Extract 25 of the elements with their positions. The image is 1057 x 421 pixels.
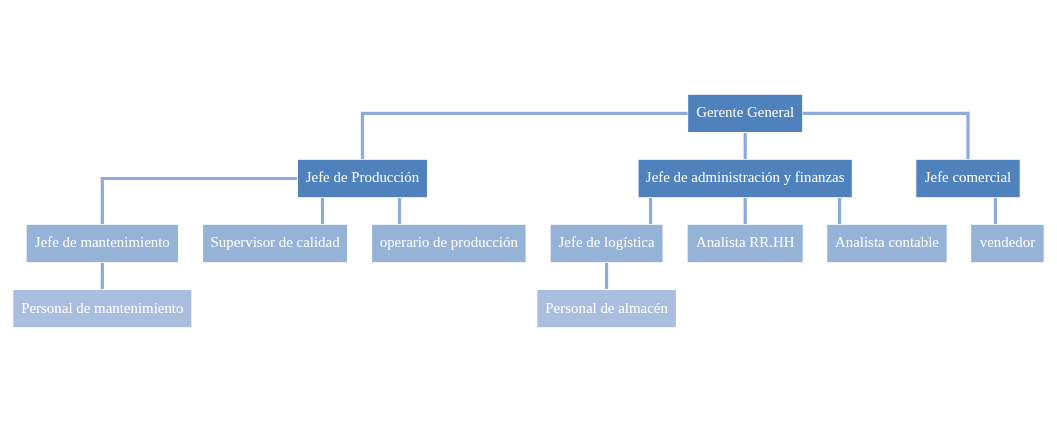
node-box: vendedor [970,223,1045,263]
node-box: Analista contable [826,223,948,263]
node-box: Jefe de logística [549,223,664,263]
node-box: Jefe de Producción [296,158,429,198]
node-box: Personal de almacén [536,288,677,328]
connector [360,111,688,159]
connector [743,132,747,159]
node-box: operario de producción [371,223,527,263]
node-box: Personal de mantenimiento [12,288,193,328]
connector [837,197,842,224]
connector [320,197,325,224]
connector [993,197,998,224]
node-box: Supervisor de calidad [202,223,349,263]
node-box: Gerente General [687,93,804,133]
node-box: Jefe de mantenimiento [25,223,180,263]
connector [397,197,402,224]
connector [743,197,747,224]
node-box: Jefe de administración y finanzas [637,158,853,198]
node-box: Analista RR.HH [686,223,804,263]
connector [100,262,104,289]
connector [100,176,298,224]
node-box: Jefe comercial [915,158,1021,198]
connector [802,111,970,159]
connector [648,197,653,224]
connector [605,262,609,289]
